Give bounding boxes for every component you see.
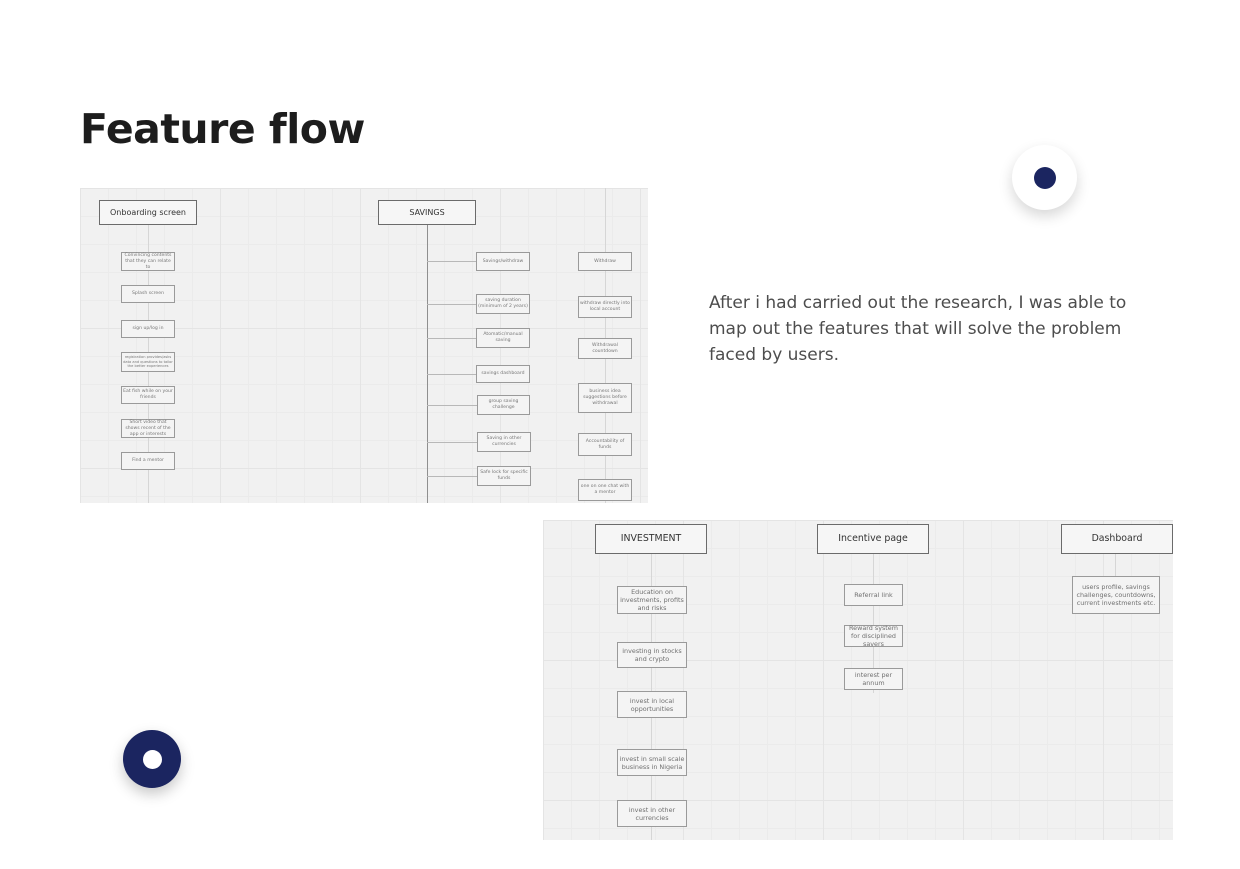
flow-node: invest in small scale business in Nigeri…	[617, 749, 687, 776]
navigation-dot-button[interactable]	[123, 730, 181, 788]
flow-node: business idea suggestions before withdra…	[578, 383, 632, 413]
flow-node: group saving challenge	[477, 395, 530, 415]
flow-node: Atomatic/manual saving	[476, 328, 530, 348]
dot-icon	[142, 749, 162, 769]
connector-line	[427, 225, 428, 503]
flow-node: invest in local opportunities	[617, 691, 687, 718]
flow-node: Saving in other currencies	[477, 432, 531, 452]
connector-line	[427, 304, 477, 305]
flow-node: Safe lock for specific funds	[477, 466, 531, 486]
savings-header-node: SAVINGS	[378, 200, 476, 225]
feature-flow-board-investment-incentive-dashboard: INVESTMENT Education on investments, pro…	[543, 520, 1173, 840]
investment-header-node: INVESTMENT	[595, 524, 707, 554]
connector-line	[427, 338, 477, 339]
flow-node: Withdraw	[578, 252, 632, 271]
flow-node: interest per annum	[844, 668, 903, 690]
connector-line	[427, 476, 477, 477]
connector-line	[427, 442, 477, 443]
flow-node: investing in stocks and crypto	[617, 642, 687, 668]
flow-node: withdraw directly into local account	[578, 296, 632, 318]
incentive-header-node: Incentive page	[817, 524, 929, 554]
feature-flow-board-onboarding-savings: Onboarding screen Convincing contents th…	[80, 188, 648, 503]
flow-node: Withdrawal countdown	[578, 338, 632, 359]
flow-node: Convincing contents that they can relate…	[121, 252, 175, 271]
onboarding-header-node: Onboarding screen	[99, 200, 197, 225]
flow-node: saving duration (minimum of 2 years)	[476, 294, 530, 314]
flow-node: Savings/withdraw	[476, 252, 530, 271]
dot-icon	[1033, 166, 1056, 189]
flow-node: Referral link	[844, 584, 903, 606]
connector-line	[427, 405, 477, 406]
connector-line	[427, 374, 477, 375]
flow-node: registration provides/asks data and ques…	[121, 352, 175, 372]
flow-node: Short video that shows recent of the app…	[121, 419, 175, 438]
flow-node: sign up/log in	[121, 320, 175, 338]
flow-node: Reward system for disciplined savers	[844, 624, 903, 648]
flow-node: users profile, savings challenges, count…	[1072, 576, 1160, 614]
page-title: Feature flow	[80, 105, 365, 153]
dashboard-header-node: Dashboard	[1061, 524, 1173, 554]
flow-node: Splash screen	[121, 285, 175, 303]
flow-node: Find a mentor	[121, 452, 175, 470]
flow-node: Education on investments, profits and ri…	[617, 586, 687, 614]
connector-line	[873, 553, 874, 693]
flow-node: one on one chat with a mentor	[578, 479, 632, 501]
flow-node: savings dashboard	[476, 365, 530, 383]
description-paragraph: After i had carried out the research, I …	[709, 293, 1127, 365]
connector-line	[427, 261, 477, 262]
navigation-dot-button[interactable]	[1012, 145, 1077, 210]
flow-node: Accountability of funds	[578, 433, 632, 456]
flow-node: invest in other currencies	[617, 800, 687, 827]
flow-node: Eat fish while on your friends	[121, 386, 175, 404]
